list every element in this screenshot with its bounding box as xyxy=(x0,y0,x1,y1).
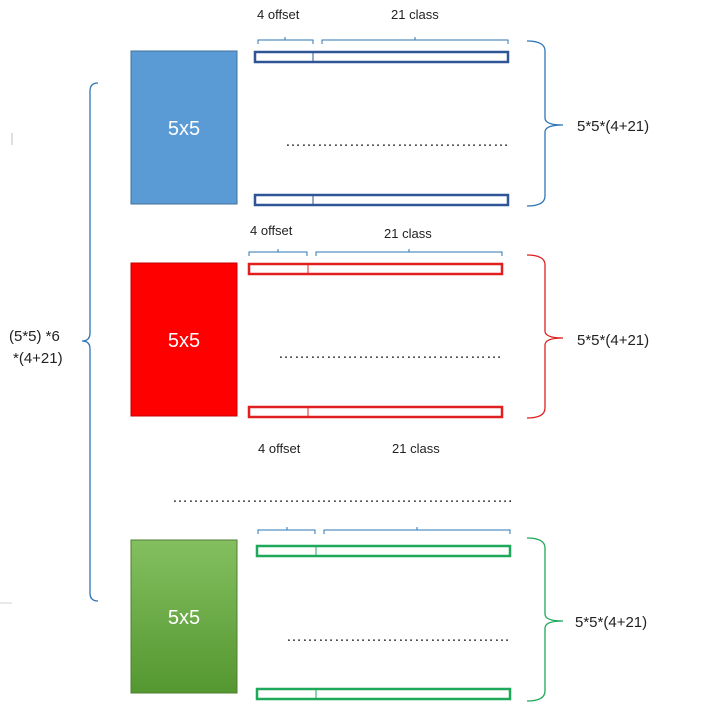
offset-label-top: 4 offset xyxy=(257,7,300,22)
red-block-label: 5x5 xyxy=(168,330,200,352)
vector-bar-top-first xyxy=(253,50,510,64)
vector-bar-middle-first xyxy=(247,262,504,276)
offset-label-bottom: 4 offset xyxy=(258,441,301,456)
total-label-line2: *(4+21) xyxy=(13,350,63,367)
dots-top: …………………………………… xyxy=(285,133,509,150)
vector-bar-middle-last xyxy=(247,405,504,419)
bracket-label-bottom: 5*5*(4+21) xyxy=(575,614,647,631)
vector-bar-bottom-first xyxy=(255,544,512,558)
dots-middle: …………………………………… xyxy=(278,345,502,362)
green-grid-block xyxy=(130,539,238,694)
class-mini-brace-middle xyxy=(315,249,503,256)
offset-mini-brace-top xyxy=(257,37,314,44)
total-label-line1: (5*5) *6 xyxy=(9,328,60,345)
class-label-middle: 21 class xyxy=(384,226,432,241)
offset-mini-brace-middle xyxy=(248,249,308,256)
bracket-label-middle: 5*5*(4+21) xyxy=(577,332,649,349)
vector-bar-top-last xyxy=(253,193,510,207)
bracket-label-top: 5*5*(4+21) xyxy=(577,118,649,135)
offset-mini-brace-bottom xyxy=(257,527,316,534)
dots-between: ………………………………………………………. xyxy=(172,489,512,506)
left-brace xyxy=(81,82,99,602)
green-block-label: 5x5 xyxy=(168,607,200,629)
class-mini-brace-top xyxy=(321,37,509,44)
class-label-top: 21 class xyxy=(391,7,439,22)
class-mini-brace-bottom xyxy=(323,527,511,534)
right-brace-bottom xyxy=(526,537,564,702)
red-grid-block xyxy=(130,262,238,417)
vector-bar-bottom-last xyxy=(255,687,512,701)
blue-block-label: 5x5 xyxy=(168,118,200,140)
right-brace-top xyxy=(526,40,564,207)
blue-grid-block xyxy=(130,50,238,205)
right-brace-middle xyxy=(526,254,564,419)
offset-label-middle: 4 offset xyxy=(250,223,293,238)
dots-bottom: …………………………………… xyxy=(286,628,510,645)
class-label-bottom: 21 class xyxy=(392,441,440,456)
